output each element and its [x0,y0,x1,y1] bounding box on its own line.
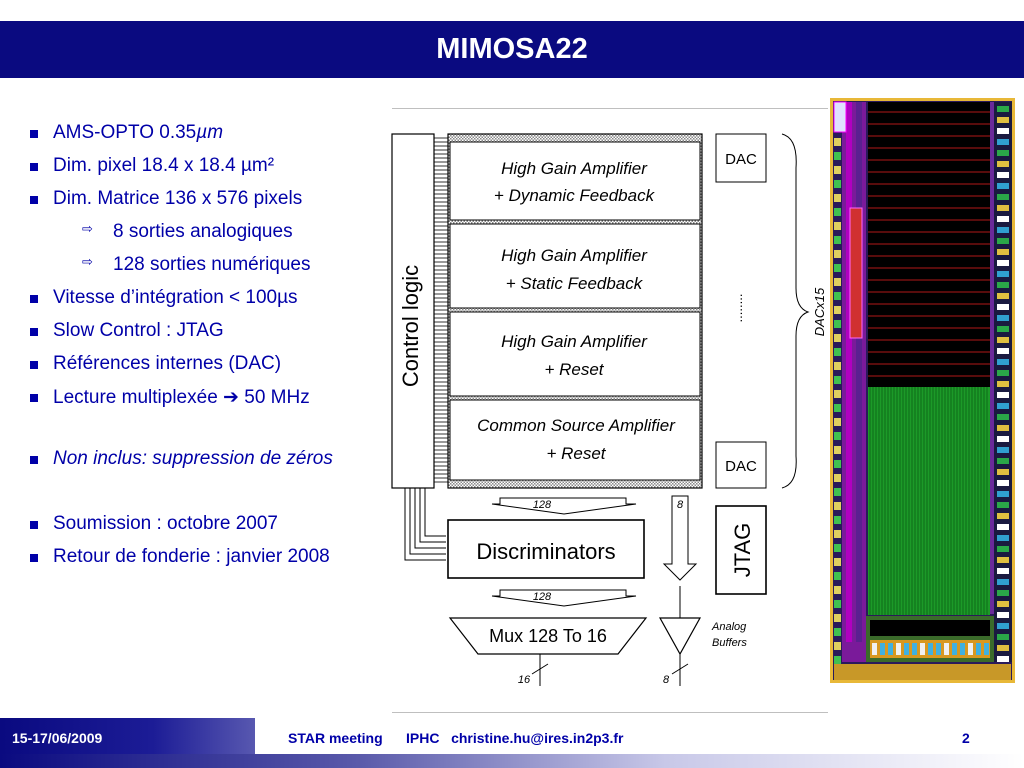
csa-line2: + Reset [546,444,606,463]
control-logic-block [391,133,435,489]
square-bullet-icon [30,554,38,562]
analog-buffers-line2: Buffers [712,637,747,649]
dac-bottom-block [715,441,767,489]
bus-label-128-top: 128 [533,499,552,511]
mux-output-count: 16 [518,674,531,686]
hga-static-block [449,223,701,309]
slow-control-text: Slow Control : JTAG [53,320,224,341]
hga-dynamic-line2: + Dynamic Feedback [494,186,656,205]
hga-reset-block [449,311,701,397]
square-bullet-icon [30,130,38,138]
control-wires [404,488,446,561]
buffer-output-count: 8 [663,674,670,686]
submission-text: Soumission : octobre 2007 [53,513,278,534]
hga-reset-line2: + Reset [544,360,604,379]
hga-dynamic-block [449,141,701,221]
page-number: 2 [962,730,970,746]
right-arrow-icon: ➔ [223,387,239,408]
footer-date-panel: 15-17/06/2009 [0,718,255,754]
process-text: AMS-OPTO 0.35 [53,122,197,143]
square-bullet-icon [30,456,38,464]
square-bullet-icon [30,295,38,303]
diagram-frame-top [392,108,828,109]
hollow-arrow-icon: ⇨ [82,254,93,269]
square-bullet-icon [30,163,38,171]
foundry-return-text: Retour de fonderie : janvier 2008 [53,546,330,567]
discriminators-label: Discriminators [476,539,615,564]
dac-top-block [715,133,767,183]
hga-dynamic-line1: High Gain Amplifier [501,159,648,178]
hollow-arrow-icon: ⇨ [82,221,93,236]
dac-top-label: DAC [725,151,757,168]
mux-label: Mux 128 To 16 [489,626,607,646]
dac-brace [781,133,810,489]
jtag-label: JTAG [730,523,755,578]
mux-output-slash [531,663,549,675]
analog-buffers-line1: Analog [711,621,747,633]
footer-date: 15-17/06/2009 [12,730,103,746]
slide-title: MIMOSA22 [436,33,588,65]
control-logic-label: Control logic [398,265,423,387]
mux-block [448,617,648,655]
bus-label-8: 8 [677,499,684,511]
bus-arrow-128-bottom [491,589,637,607]
square-bullet-icon [30,521,38,529]
footer-gradient-bar [0,754,1024,768]
dac-bottom-label: DAC [725,458,757,475]
bus-label-128-bottom: 128 [533,591,552,603]
readout-text: Lecture multiplexée [53,387,218,408]
jtag-block [715,505,767,595]
hga-reset-line1: High Gain Amplifier [501,332,648,351]
footer: 15-17/06/2009 STAR meeting IPHC christin… [0,718,1024,768]
readout-freq: 50 MHz [244,387,310,408]
hga-static-line1: High Gain Amplifier [501,246,648,265]
csa-reset-block [449,399,701,481]
chip-layout-image [830,98,1015,683]
matrix-size-text: Dim. Matrice 136 x 576 pixels [53,188,303,209]
diagram-frame-bottom [392,712,828,713]
dac-dots: ........ [730,294,745,323]
bus-arrow-128-top [491,497,637,515]
square-bullet-icon [30,394,38,402]
title-bar: MIMOSA22 [0,21,1024,78]
csa-line1: Common Source Amplifier [477,416,676,435]
square-bullet-icon [30,361,38,369]
square-bullet-icon [30,196,38,204]
pixel-size-text: Dim. pixel 18.4 x 18.4 µm² [53,155,275,176]
not-included-text: Non inclus: suppression de zéros [53,448,333,469]
hga-static-line2: + Static Feedback [506,274,644,293]
references-text: Références internes (DAC) [53,353,282,374]
integration-speed-text: Vitesse d’intégration < 100µs [53,287,298,308]
process-unit: µm [196,122,224,143]
analog-buffer-triangle [658,617,702,656]
square-bullet-icon [30,328,38,336]
digital-outputs-text: 128 sorties numériques [113,254,311,275]
buffer-output-slash [671,663,689,675]
discriminators-block [447,519,645,579]
analog-bus-arrow [662,495,698,581]
dac-group-label: DACx15 [812,287,827,336]
analog-outputs-text: 8 sorties analogiques [113,221,293,242]
footer-info: STAR meeting IPHC christine.hu@ires.in2p… [288,730,624,746]
block-diagram: Control logic High Gain Amplifier + Dyna… [391,133,827,686]
